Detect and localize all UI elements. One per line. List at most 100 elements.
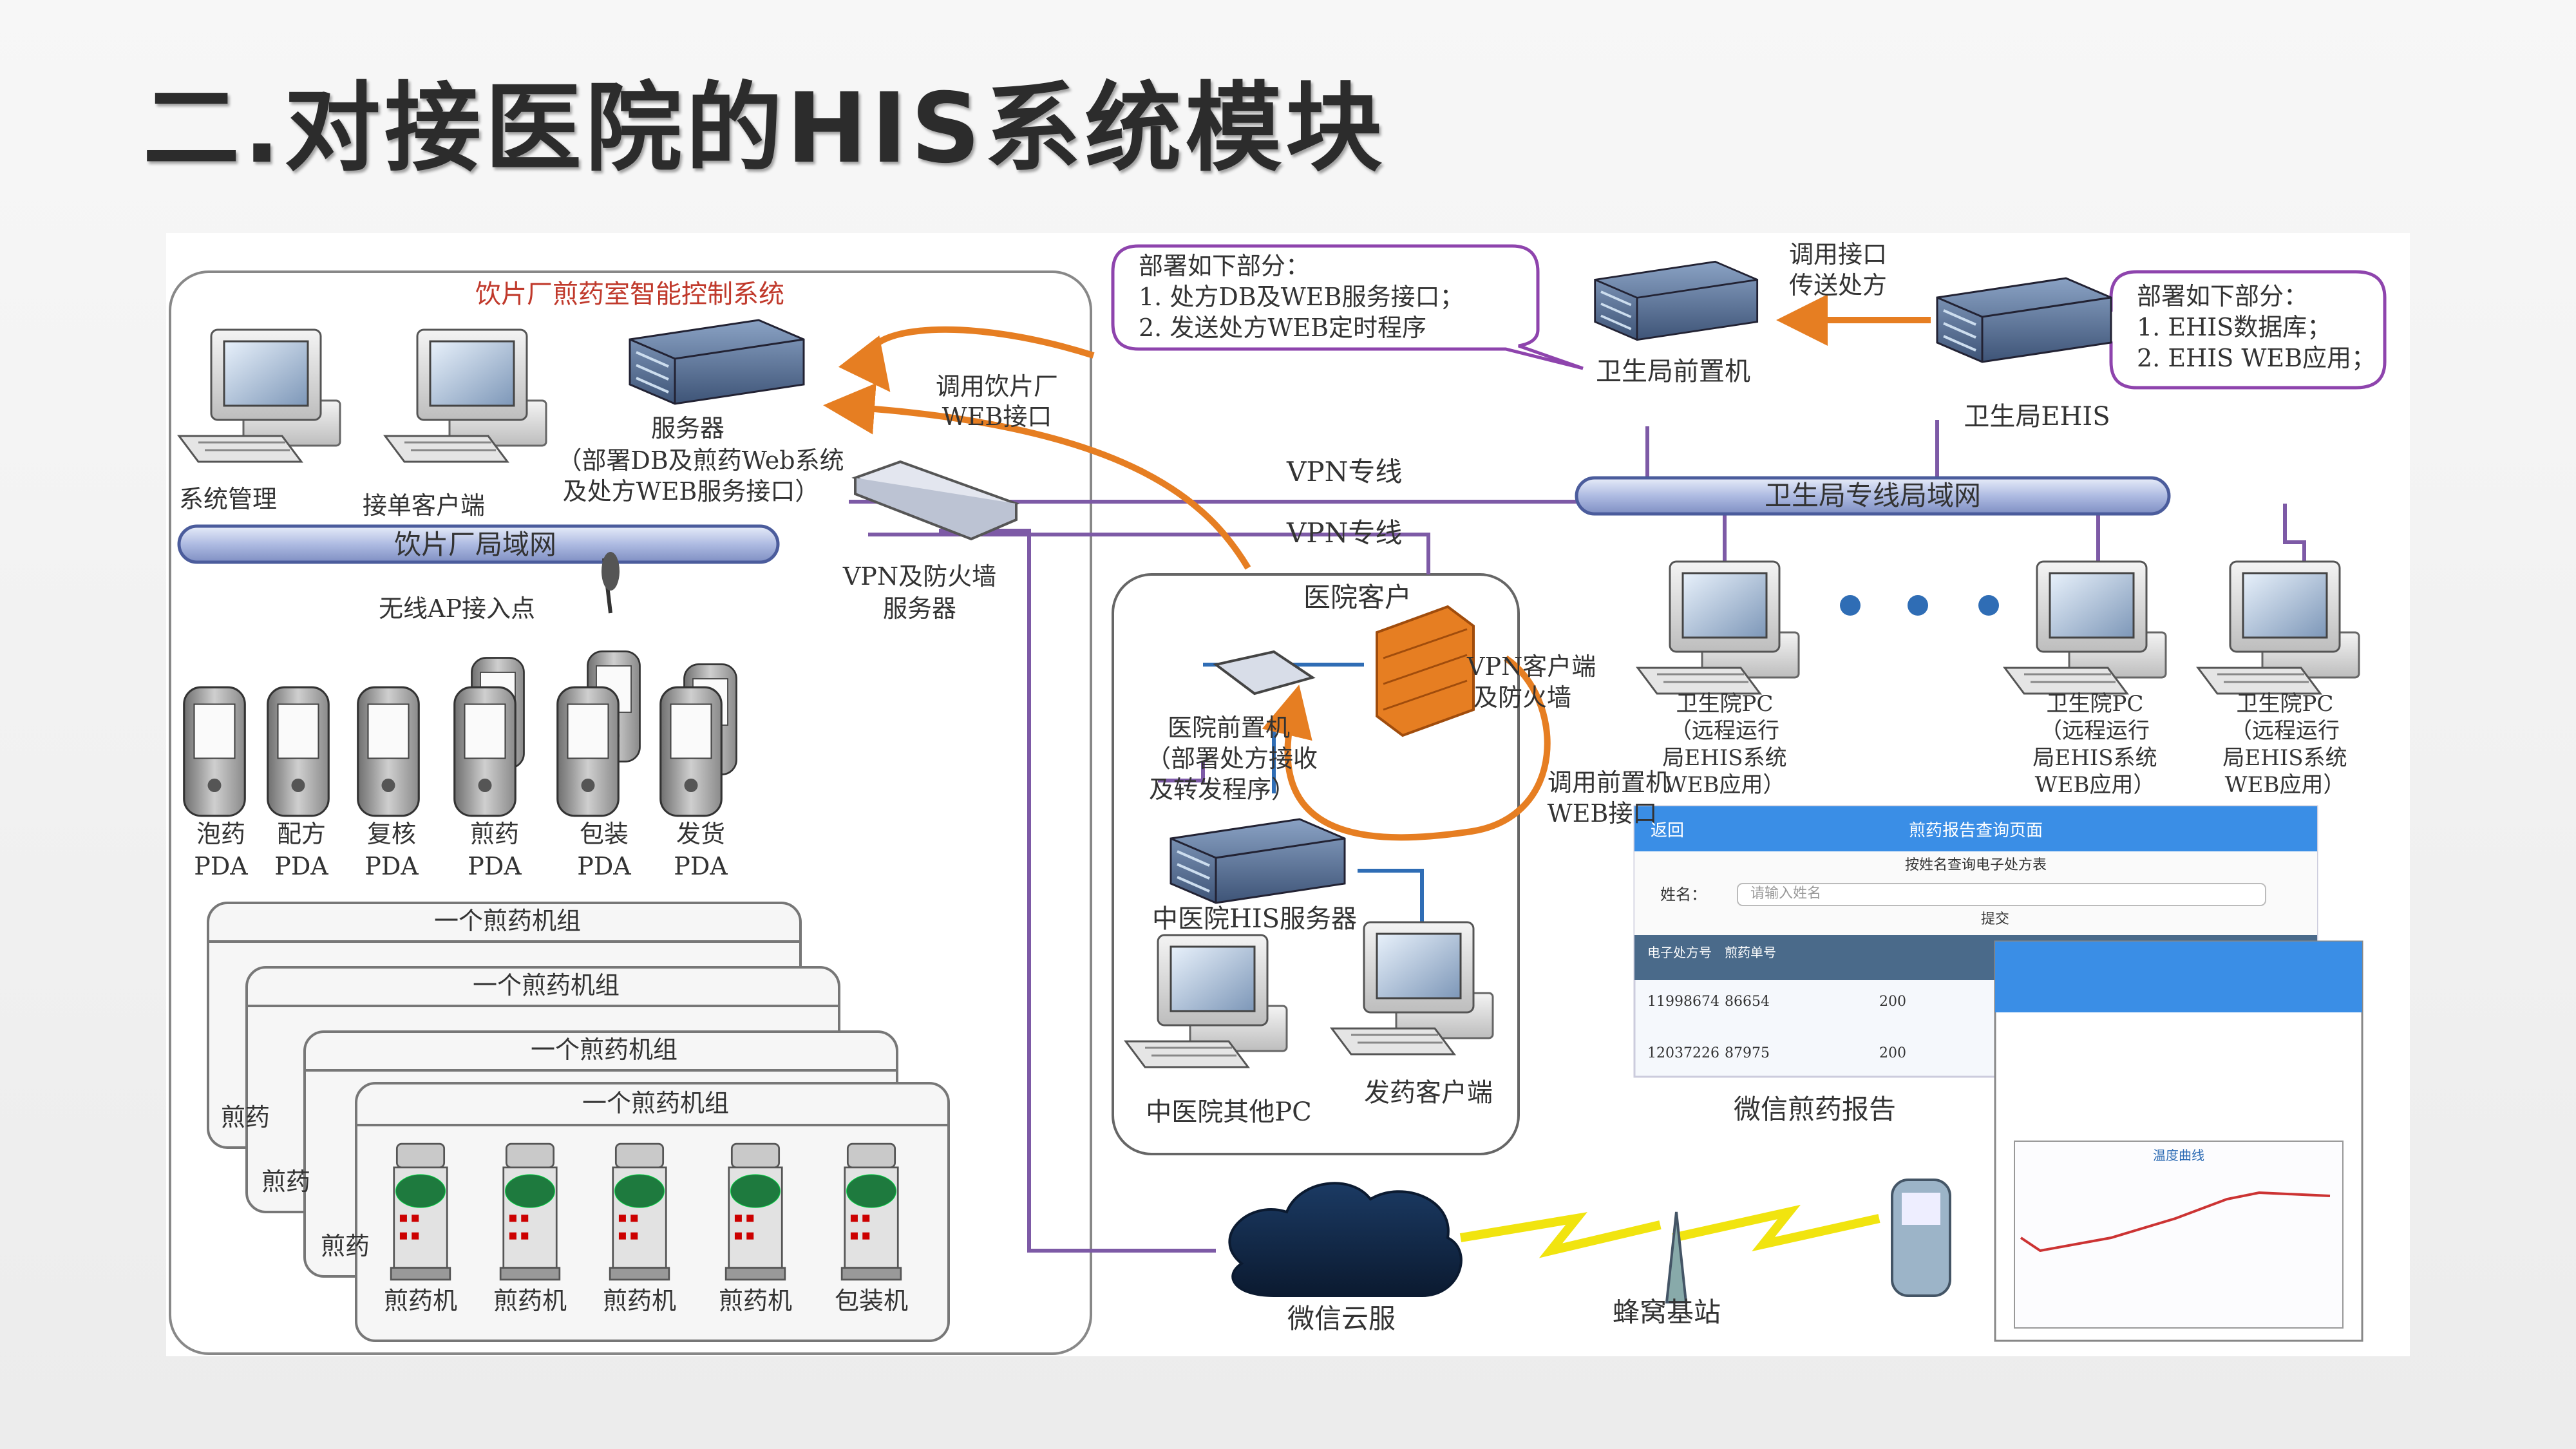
call-front-api-1: 调用前置机	[1547, 768, 1671, 797]
machine-group-label: 一个煎药机组	[433, 907, 582, 935]
callout-ehis-item1: 1. EHIS数据库；	[2137, 313, 2332, 341]
slide-title: 二.对接医院的HIS系统模块	[143, 73, 1387, 185]
phone-cell: 200	[1879, 994, 1906, 1010]
machine-group-label: 一个煎药机组	[582, 1089, 730, 1117]
pda-role: 配方	[276, 820, 327, 848]
bureau-pc-line: （远程运行	[2040, 718, 2150, 744]
wechat-report-label: 微信煎药报告	[1733, 1094, 1897, 1125]
bureau-pc-line: WEB应用）	[2034, 772, 2155, 798]
hospital-front-1: 医院前置机	[1167, 714, 1291, 742]
data-flow-arrows	[823, 294, 1931, 841]
pda-type: PDA	[194, 852, 248, 880]
phone-page-title: 煎药报告查询页面	[1908, 821, 2043, 840]
order-client-label: 接单客户端	[363, 491, 486, 520]
callout-front-item2: 2. 发送处方WEB定时程序	[1139, 314, 1427, 342]
bureau-pc-line: 卫生院PC	[1676, 691, 1774, 717]
machine-label: 煎药机	[602, 1287, 677, 1315]
pda-type: PDA	[468, 852, 522, 880]
other-pc-label: 中医院其他PC	[1146, 1097, 1312, 1127]
vpn-firewall-label-1: VPN及防火墙	[842, 562, 997, 591]
pda-role: 复核	[366, 820, 417, 848]
pda-role: 泡药	[196, 820, 246, 848]
phone-cell: 11998674	[1647, 994, 1719, 1010]
bureau-pc-line: 局EHIS系统	[1662, 745, 1787, 771]
bureau-pc-line: WEB应用）	[2224, 772, 2345, 798]
call-transmit-2: 传送处方	[1789, 271, 1888, 299]
machine-label: 煎药机	[383, 1287, 458, 1315]
callout-ehis-head: 部署如下部分：	[2137, 282, 2309, 310]
hospital-vpn-client-1: VPN客户端	[1467, 652, 1596, 681]
factory-system-title: 饮片厂煎药室智能控制系统	[475, 279, 784, 309]
phone-chart-title: 温度曲线	[2153, 1148, 2204, 1163]
factory-panel	[169, 270, 1092, 1355]
his-server-label: 中医院HIS服务器	[1151, 904, 1358, 934]
pda-type: PDA	[274, 852, 328, 880]
system-mgmt-label: 系统管理	[179, 485, 278, 513]
vpn-firewall-label-2: 服务器	[882, 594, 957, 623]
server-note-1: （部署DB及煎药Web系统	[557, 446, 844, 475]
bureau-pc-line: 卫生院PC	[2236, 691, 2334, 717]
callout-ehis-item2: 2. EHIS WEB应用；	[2137, 344, 2376, 372]
hospital-panel	[1112, 573, 1520, 1155]
vpn-line-label-b: VPN专线	[1287, 517, 1403, 549]
hospital-vpn-client-2: 及防火墙	[1473, 683, 1572, 712]
phone-back-button[interactable]: 返回	[1651, 821, 1685, 840]
wireless-ap-label: 无线AP接入点	[379, 594, 536, 623]
phone-cell: 12037226	[1647, 1045, 1719, 1061]
phone-hint: 按姓名查询电子处方表	[1904, 857, 2047, 873]
dispense-client-label: 发药客户端	[1364, 1078, 1493, 1108]
bureau-pc-line: （远程运行	[1670, 718, 1779, 744]
machine-label: 煎药机	[493, 1287, 567, 1315]
call-front-api-2: WEB接口	[1547, 799, 1658, 828]
machine-groups	[207, 902, 950, 1342]
phone-cell: 200	[1879, 1045, 1906, 1061]
cloud-shape	[1228, 1182, 1463, 1297]
pda-devices	[183, 650, 737, 817]
pda-type: PDA	[577, 852, 631, 880]
pda-type: PDA	[365, 852, 419, 880]
machine-group-label: 一个煎药机组	[530, 1036, 678, 1064]
bureau-pc-line: 局EHIS系统	[2032, 745, 2157, 771]
bureau-pc-line: 卫生院PC	[2046, 691, 2144, 717]
server-label: 服务器	[650, 414, 725, 442]
stack-partial-label: 煎药	[261, 1168, 311, 1196]
phone-cell: 87975	[1725, 1045, 1770, 1061]
bureau-front-label: 卫生局前置机	[1596, 357, 1750, 386]
base-station-label: 蜂窝基站	[1612, 1296, 1721, 1328]
phone-name-input[interactable]: 请输入姓名	[1750, 886, 1822, 902]
phone-screens	[1633, 805, 2363, 1342]
vpn-line-label-a: VPN专线	[1287, 456, 1403, 488]
machine-group-label: 一个煎药机组	[472, 971, 620, 999]
factory-lan-bar	[177, 524, 780, 564]
callout-front-item1: 1. 处方DB及WEB服务接口；	[1139, 283, 1464, 311]
pda-role: 煎药	[469, 820, 520, 848]
network-lines	[849, 420, 2306, 1253]
phone-name-label: 姓名：	[1660, 886, 1707, 904]
factory-lan-label: 饮片厂局域网	[393, 529, 557, 560]
pda-role: 包装	[579, 820, 629, 848]
hospital-front-3: 及转发程序）	[1148, 775, 1296, 804]
callout-ehis	[2068, 270, 2387, 390]
call-transmit-1: 调用接口	[1789, 240, 1888, 269]
bureau-pc-line: WEB应用）	[1664, 772, 1785, 798]
callout-front	[1111, 244, 1584, 370]
wechat-cloud-label: 微信云服	[1287, 1303, 1396, 1334]
stack-partial-label: 煎药	[221, 1103, 270, 1132]
machine-label: 包装机	[834, 1287, 909, 1315]
bureau-ehis-label: 卫生局EHIS	[1964, 402, 2110, 431]
pda-type: PDA	[674, 852, 728, 880]
hospital-front-2: （部署处方接收	[1146, 744, 1318, 773]
bureau-pc-line: （远程运行	[2230, 718, 2340, 744]
call-factory-api-1: 调用饮片厂	[935, 372, 1059, 401]
call-factory-api-2: WEB接口	[942, 402, 1052, 431]
pda-role: 发货	[676, 820, 726, 848]
callout-front-head: 部署如下部分：	[1139, 252, 1311, 280]
hospital-title: 医院客户	[1303, 582, 1412, 613]
machine-label: 煎药机	[718, 1287, 793, 1315]
bureau-lan-label: 卫生局专线局域网	[1764, 480, 1982, 511]
stack-partial-label: 煎药	[321, 1232, 370, 1260]
architecture-diagram: 饮片厂煎药室智能控制系统 系统管理 接单客户端 服务器 （部署DB及煎药Web系…	[166, 233, 2410, 1356]
bureau-pc-line: 局EHIS系统	[2222, 745, 2347, 771]
phone-submit-button[interactable]: 提交	[1980, 911, 2010, 927]
server-note-2: 及处方WEB服务接口）	[562, 477, 820, 506]
